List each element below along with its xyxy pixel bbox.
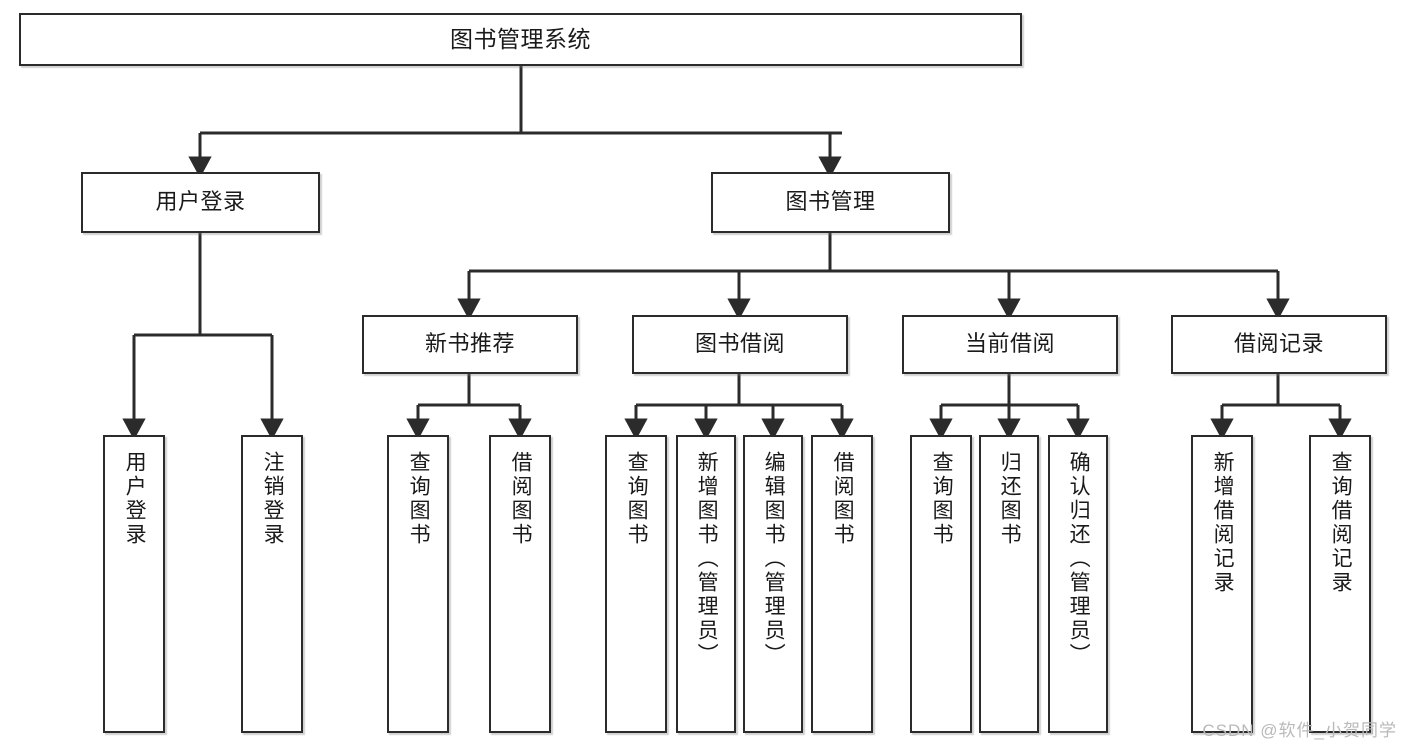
node-leaf-confirm-return-label: 确认归还（管理员） xyxy=(1067,451,1091,667)
node-leaf-borrow-book-2-label: 借阅图书 xyxy=(831,451,855,547)
node-leaf-confirm-return[interactable]: 确认归还（管理员） xyxy=(1048,435,1108,733)
node-leaf-user-logout-label: 注销登录 xyxy=(261,451,285,547)
node-leaf-query-book-2-label: 查询图书 xyxy=(625,451,649,547)
node-leaf-query-book-3-label: 查询图书 xyxy=(930,451,954,547)
node-user-login-label: 用户登录 xyxy=(155,189,246,215)
node-book-borrow[interactable]: 图书借阅 xyxy=(632,315,848,374)
node-leaf-query-book-2[interactable]: 查询图书 xyxy=(605,435,667,733)
node-leaf-query-book-1-label: 查询图书 xyxy=(407,451,431,547)
node-leaf-edit-book[interactable]: 编辑图书（管理员） xyxy=(743,435,803,733)
node-leaf-add-book[interactable]: 新增图书（管理员） xyxy=(676,435,736,733)
node-leaf-query-book-3[interactable]: 查询图书 xyxy=(910,435,972,733)
node-leaf-borrow-book-1-label: 借阅图书 xyxy=(509,451,533,547)
node-leaf-add-record[interactable]: 新增借阅记录 xyxy=(1191,435,1253,733)
node-new-book-recommend[interactable]: 新书推荐 xyxy=(362,315,578,374)
node-leaf-query-record[interactable]: 查询借阅记录 xyxy=(1309,435,1371,733)
node-leaf-edit-book-label: 编辑图书（管理员） xyxy=(762,451,786,667)
node-book-borrow-label: 图书借阅 xyxy=(694,331,785,357)
node-borrow-record[interactable]: 借阅记录 xyxy=(1171,315,1387,374)
node-root-book-management-system[interactable]: 图书管理系统 xyxy=(19,13,1022,66)
node-leaf-add-record-label: 新增借阅记录 xyxy=(1211,451,1235,595)
node-book-management-label: 图书管理 xyxy=(785,189,876,215)
node-new-book-recommend-label: 新书推荐 xyxy=(424,331,515,357)
node-leaf-query-record-label: 查询借阅记录 xyxy=(1329,451,1353,595)
node-current-borrow[interactable]: 当前借阅 xyxy=(902,315,1118,374)
node-leaf-user-login[interactable]: 用户登录 xyxy=(103,435,165,733)
node-leaf-borrow-book-1[interactable]: 借阅图书 xyxy=(489,435,551,733)
node-root-label: 图书管理系统 xyxy=(450,25,591,52)
node-leaf-query-book-1[interactable]: 查询图书 xyxy=(387,435,449,733)
node-leaf-return-book-label: 归还图书 xyxy=(998,451,1022,547)
node-leaf-user-logout[interactable]: 注销登录 xyxy=(241,435,303,733)
node-current-borrow-label: 当前借阅 xyxy=(964,331,1055,357)
node-leaf-user-login-label: 用户登录 xyxy=(123,451,147,547)
node-book-management[interactable]: 图书管理 xyxy=(711,172,950,233)
node-leaf-add-book-label: 新增图书（管理员） xyxy=(695,451,719,667)
node-leaf-return-book[interactable]: 归还图书 xyxy=(979,435,1039,733)
watermark-text: CSDN @软件_小贺同学 xyxy=(1202,721,1397,740)
node-leaf-borrow-book-2[interactable]: 借阅图书 xyxy=(811,435,873,733)
node-borrow-record-label: 借阅记录 xyxy=(1233,331,1324,357)
node-user-login[interactable]: 用户登录 xyxy=(81,172,320,233)
